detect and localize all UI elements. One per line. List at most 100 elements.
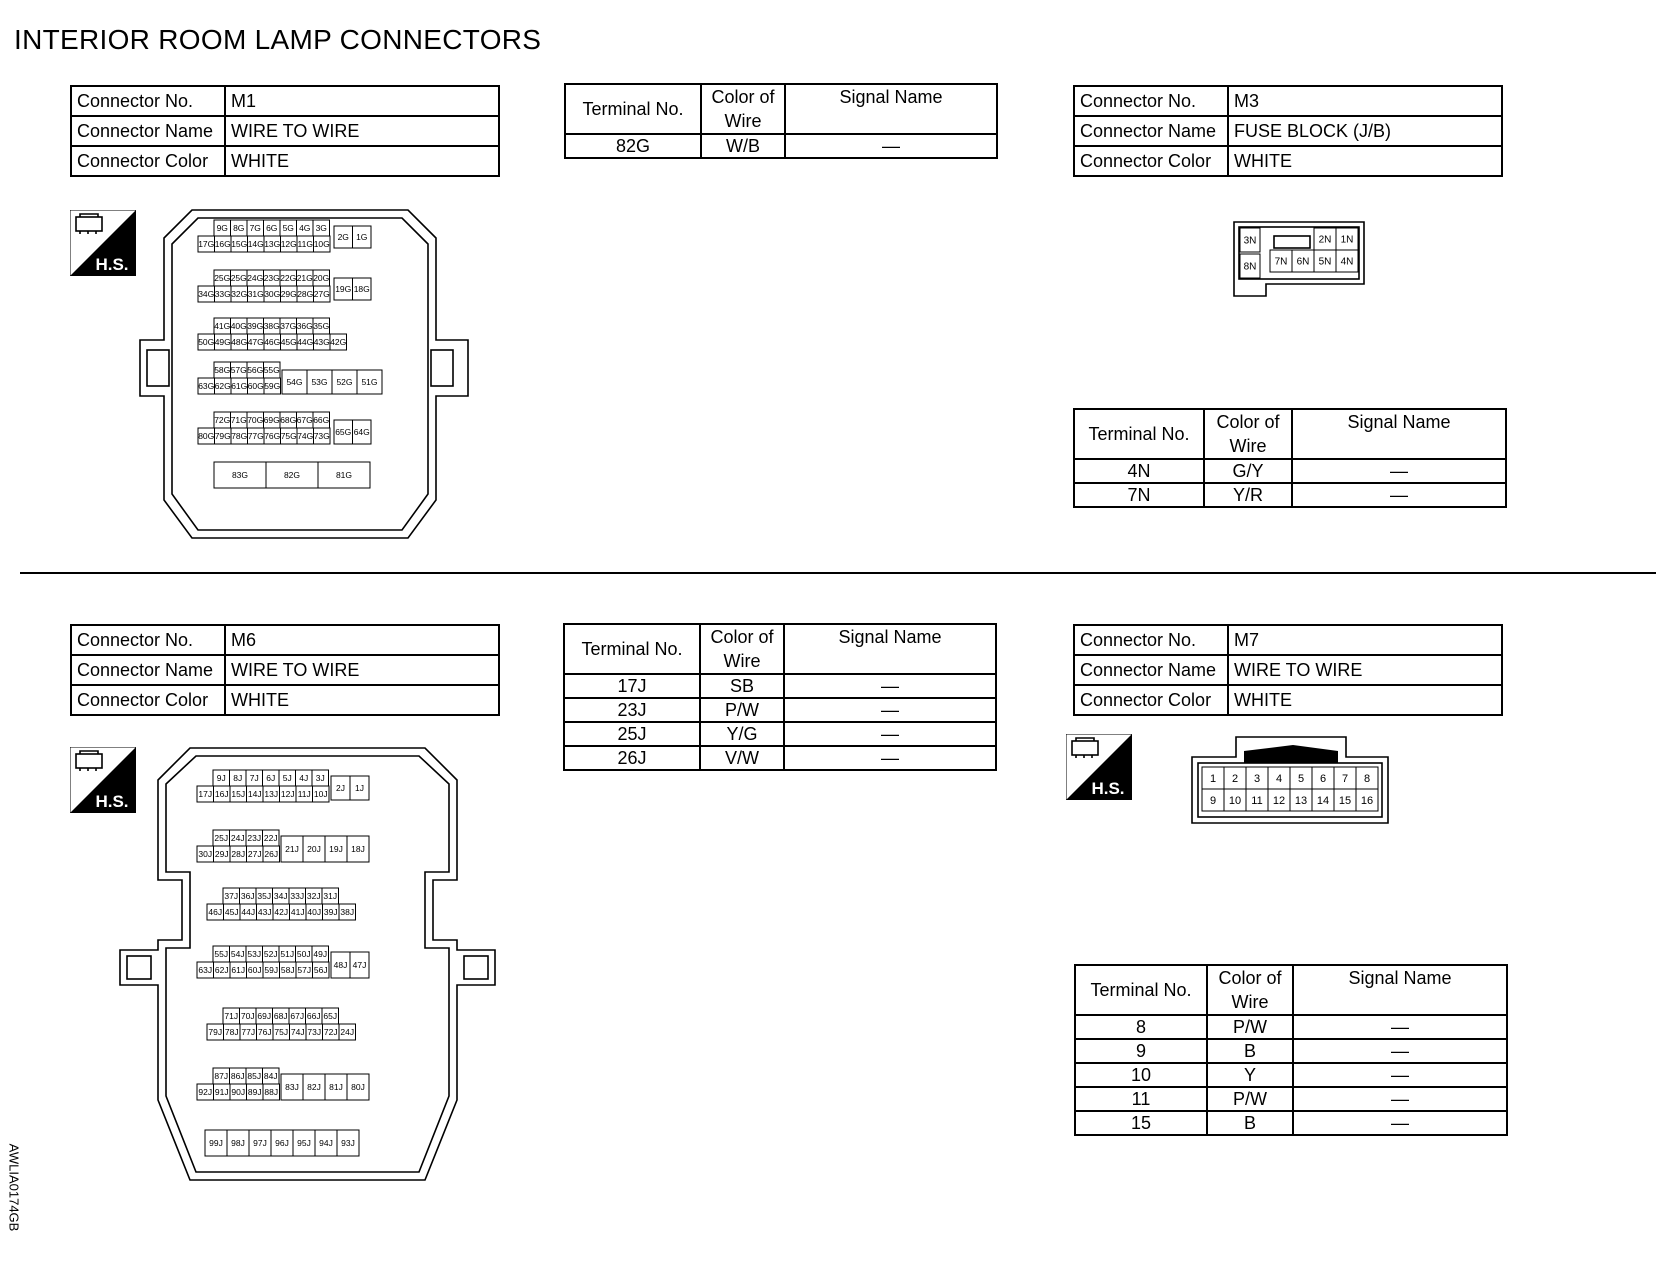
pin-label: 50G [198, 337, 214, 347]
pin-cell [356, 369, 383, 395]
pin-label: 7G [250, 223, 261, 233]
pin-label: 24G [247, 273, 263, 283]
pin-label: 70G [247, 415, 263, 425]
pin-label: 92J [198, 1087, 212, 1097]
pin-label: 40J [307, 907, 321, 917]
pin-label: 46J [208, 907, 222, 917]
pin-label: 37G [280, 321, 296, 331]
m7-connector-color: WHITE [1227, 684, 1503, 716]
pin-label: 53G [311, 377, 327, 387]
page-title: INTERIOR ROOM LAMP CONNECTORS [14, 24, 542, 55]
pin-label: 24J [231, 833, 245, 843]
terminal-no-cell: 10 [1074, 1062, 1208, 1088]
pin-label: 74G [297, 431, 313, 441]
pin-label: 1N [1341, 235, 1354, 246]
pin-label: 52G [336, 377, 352, 387]
pin-label: 68J [274, 1011, 288, 1021]
wire-color-cell: B [1206, 1038, 1294, 1064]
terminal-no-cell: 23J [563, 697, 701, 723]
header-terminal-no: Terminal No. [564, 83, 702, 135]
pin-label: 76G [264, 431, 280, 441]
m3-connector-name: FUSE BLOCK (J/B) [1227, 115, 1503, 147]
pin-label: 14 [1317, 795, 1329, 807]
pin-cell [349, 775, 370, 801]
m7-connector-name: WIRE TO WIRE [1227, 654, 1503, 686]
pin-label: 76J [258, 1027, 272, 1037]
label-connector-color: Connector Color [1073, 684, 1229, 716]
pin-cell [312, 785, 330, 803]
terminal-no-cell: 26J [563, 745, 701, 771]
pin-label: 9 [1210, 795, 1216, 807]
pin-label: 6J [266, 773, 275, 783]
pin-label: 48J [334, 960, 348, 970]
pin-label: 8N [1244, 262, 1257, 273]
pin-label: 29J [215, 849, 229, 859]
pin-label: 37J [224, 891, 238, 901]
pin-label: 42J [274, 907, 288, 917]
pin-label: 69G [264, 415, 280, 425]
terminal-no-cell: 8 [1074, 1014, 1208, 1040]
pin-label: 19J [329, 844, 343, 854]
header-terminal-no: Terminal No. [1073, 408, 1205, 460]
pin-cell [213, 461, 267, 489]
pin-label: 36G [297, 321, 313, 331]
pin-label: 13 [1295, 795, 1307, 807]
pin-label: 6G [266, 223, 277, 233]
pin-label: 4J [299, 773, 308, 783]
pin-label: 33G [215, 289, 231, 299]
pin-label: 77J [241, 1027, 255, 1037]
pin-label: 4N [1341, 257, 1354, 268]
pin-label: 36J [241, 891, 255, 901]
pin-cell [352, 225, 372, 249]
pin-label: 57G [231, 365, 247, 375]
pin-label: 54G [286, 377, 302, 387]
signal-name-cell: — [1291, 458, 1507, 484]
m1-connector-name: WIRE TO WIRE [224, 115, 500, 147]
pin-label: 79J [208, 1027, 222, 1037]
pin-label: 21J [285, 844, 299, 854]
signal-name-cell: — [1292, 1086, 1508, 1112]
pin-label: 94J [319, 1138, 333, 1148]
pin-label: 49G [215, 337, 231, 347]
pin-label: 46G [264, 337, 280, 347]
terminal-no-cell: 4N [1073, 458, 1205, 484]
pin-label: 2 [1232, 773, 1238, 785]
pin-label: 52J [264, 949, 278, 959]
pin-label: 91J [215, 1087, 229, 1097]
pin-label: 30J [198, 849, 212, 859]
pin-cell [262, 1083, 280, 1101]
pin-label: 80G [198, 431, 214, 441]
pin-cell [1239, 227, 1261, 253]
pin-label: 88J [264, 1087, 278, 1097]
pin-label: 61J [231, 965, 245, 975]
pin-cell [352, 277, 372, 301]
pin-label: 12 [1273, 795, 1285, 807]
pin-label: 96J [275, 1138, 289, 1148]
pin-label: 67G [297, 415, 313, 425]
pin-label: 82G [284, 470, 300, 480]
signal-name-cell: — [784, 133, 998, 159]
pin-label: 68G [280, 415, 296, 425]
terminal-no-cell: 17J [563, 673, 701, 699]
pin-label: 15G [231, 239, 247, 249]
pin-label: 8 [1364, 773, 1370, 785]
pin-label: 64G [354, 427, 370, 437]
pin-cell [349, 951, 370, 979]
pin-label: 23J [247, 833, 261, 843]
wire-color-cell: SB [699, 673, 785, 699]
wire-color-cell: Y/R [1203, 482, 1293, 508]
pin-label: 11J [298, 789, 311, 799]
pin-label: 90J [231, 1087, 245, 1097]
pin-label: 20G [313, 273, 329, 283]
